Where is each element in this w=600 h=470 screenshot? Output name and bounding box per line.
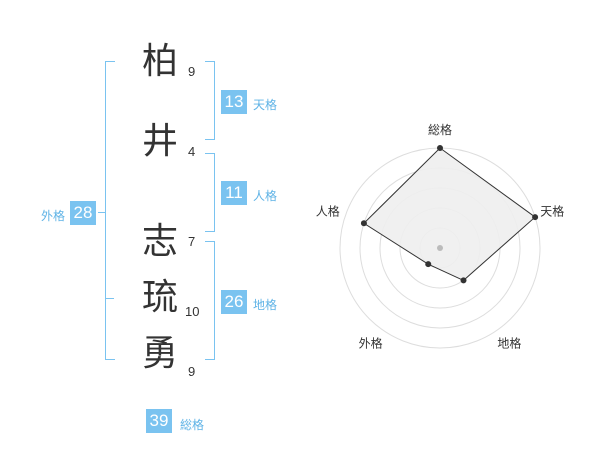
radar-data-points bbox=[360, 145, 539, 284]
tenkaku-bracket bbox=[205, 61, 215, 140]
stroke-count-2: 4 bbox=[188, 144, 196, 159]
radar-axis-label-1: 天格 bbox=[540, 204, 564, 219]
radar-point-3 bbox=[425, 261, 432, 268]
name-char-5: 勇 bbox=[141, 333, 178, 374]
radar-axis-label-0: 総格 bbox=[428, 122, 452, 137]
gaikaku-bracket-divider bbox=[105, 298, 114, 299]
tenkaku-value-badge: 13 bbox=[221, 90, 247, 114]
radar-point-0 bbox=[437, 145, 443, 151]
soukaku-label: 総格 bbox=[180, 418, 205, 432]
radar-axis-label-4: 人格 bbox=[316, 204, 340, 219]
radar-data-polygon bbox=[363, 147, 536, 281]
name-char-1: 柏 bbox=[141, 41, 178, 82]
radar-point-2 bbox=[460, 277, 467, 284]
name-char-2: 井 bbox=[141, 121, 178, 162]
soukaku-value-badge: 39 bbox=[146, 409, 172, 433]
gaikaku-label: 外格 bbox=[41, 209, 66, 223]
name-char-3: 志 bbox=[141, 221, 178, 262]
gaikaku-value-badge: 28 bbox=[70, 201, 96, 225]
stroke-count-1: 9 bbox=[188, 64, 196, 79]
name-char-4: 琉 bbox=[141, 277, 178, 318]
gaikaku-bracket-tick bbox=[98, 212, 105, 213]
radar-point-4 bbox=[360, 220, 367, 227]
chikaku-label: 地格 bbox=[253, 298, 278, 312]
tenkaku-label: 天格 bbox=[253, 98, 278, 112]
radar-center-dot bbox=[437, 245, 443, 251]
radar-point-1 bbox=[532, 214, 539, 221]
chikaku-value-badge: 26 bbox=[221, 290, 247, 314]
chikaku-bracket bbox=[205, 241, 215, 360]
jinkaku-bracket bbox=[205, 153, 215, 232]
jinkaku-value-badge: 11 bbox=[221, 181, 247, 205]
radar-axis-label-2: 地格 bbox=[497, 336, 521, 351]
gaikaku-bracket bbox=[105, 61, 115, 360]
stroke-count-3: 7 bbox=[188, 234, 196, 249]
radar-axis-label-3: 外格 bbox=[359, 336, 383, 351]
stroke-count-4: 10 bbox=[185, 304, 200, 319]
jinkaku-label: 人格 bbox=[253, 189, 278, 203]
stroke-count-5: 9 bbox=[188, 364, 196, 379]
